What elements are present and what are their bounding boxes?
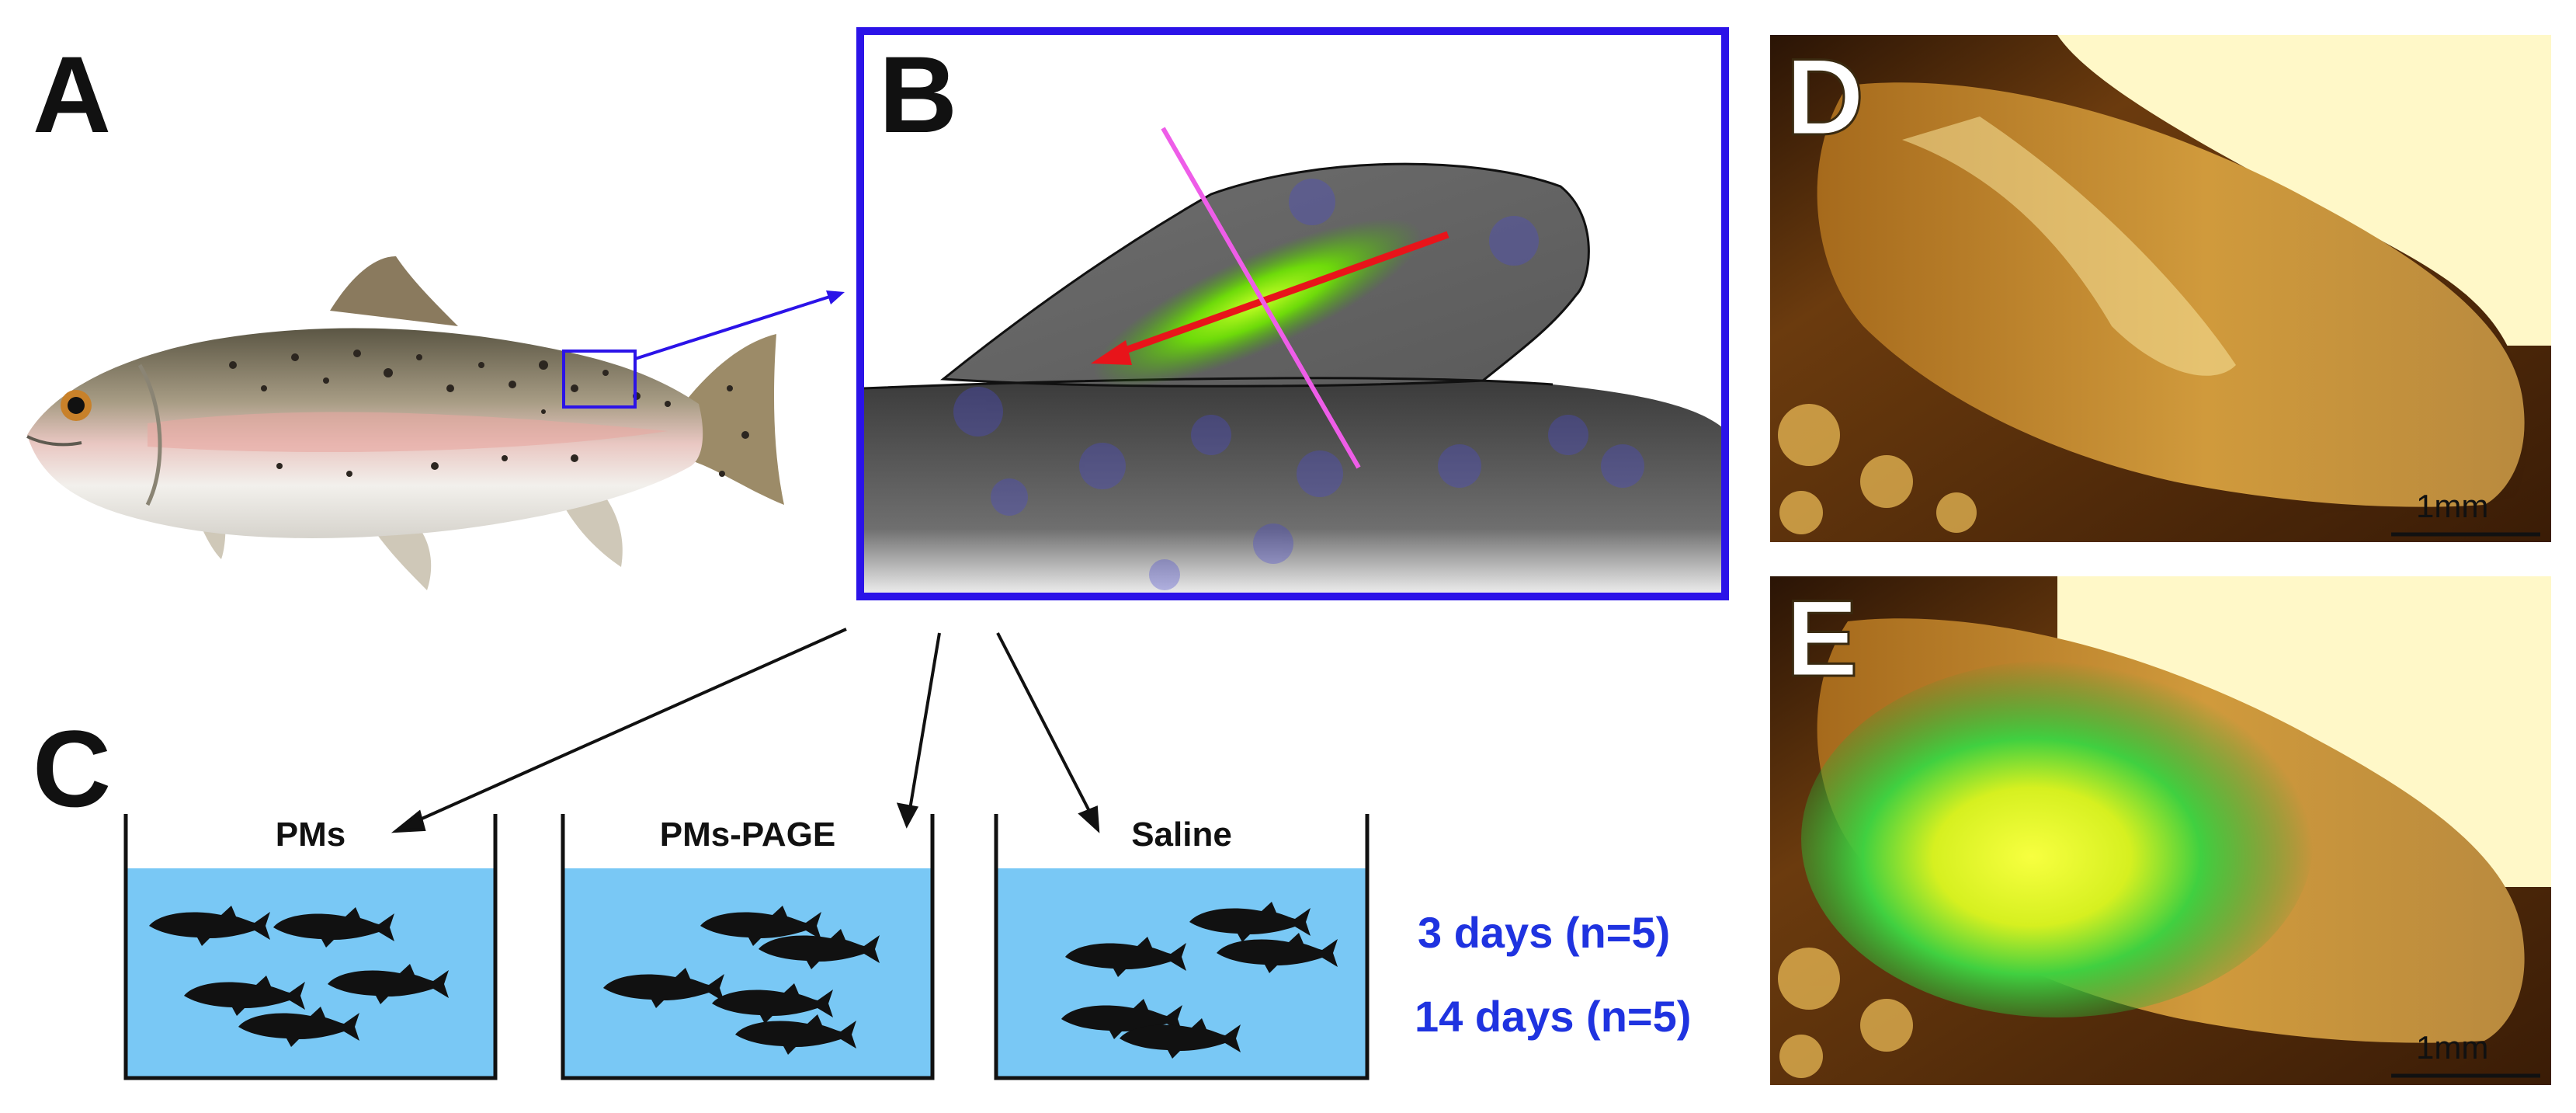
tank-saline — [994, 814, 1370, 1080]
scale-label-e: 1mm — [2416, 1029, 2489, 1066]
panel-label-e: E — [1784, 577, 1859, 699]
zoom-connector — [634, 294, 835, 360]
tank-pms — [123, 814, 498, 1080]
zoom-arrowhead — [826, 290, 845, 304]
panel-label-d: D — [1784, 36, 1865, 158]
fluorescence-region — [1801, 660, 2314, 1017]
micrograph-d — [1770, 35, 2551, 542]
zoom-box — [562, 350, 637, 409]
distribution-arrows — [391, 628, 1100, 833]
duration-3-days: 3 days (n=5) — [1418, 908, 1671, 957]
tank-label-pms: PMs — [275, 816, 346, 854]
trout-illustration — [26, 256, 784, 590]
panel-label-c: C — [33, 708, 112, 830]
panel-label-a: A — [33, 33, 112, 155]
injection-arrowhead — [1091, 340, 1132, 365]
panel-b-frame — [856, 27, 1729, 600]
tank-label-saline: Saline — [1131, 816, 1232, 854]
duration-14-days: 14 days (n=5) — [1415, 992, 1692, 1041]
panel-label-b: B — [879, 33, 958, 155]
section-line — [1161, 127, 1361, 469]
injection-arrow — [1109, 231, 1449, 360]
micrograph-e — [1770, 576, 2551, 1085]
tank-pms-page — [561, 814, 935, 1080]
fin-schematic — [856, 27, 1729, 600]
scale-label-d: 1mm — [2416, 488, 2489, 524]
tank-label-pms-page: PMs-PAGE — [659, 816, 836, 854]
